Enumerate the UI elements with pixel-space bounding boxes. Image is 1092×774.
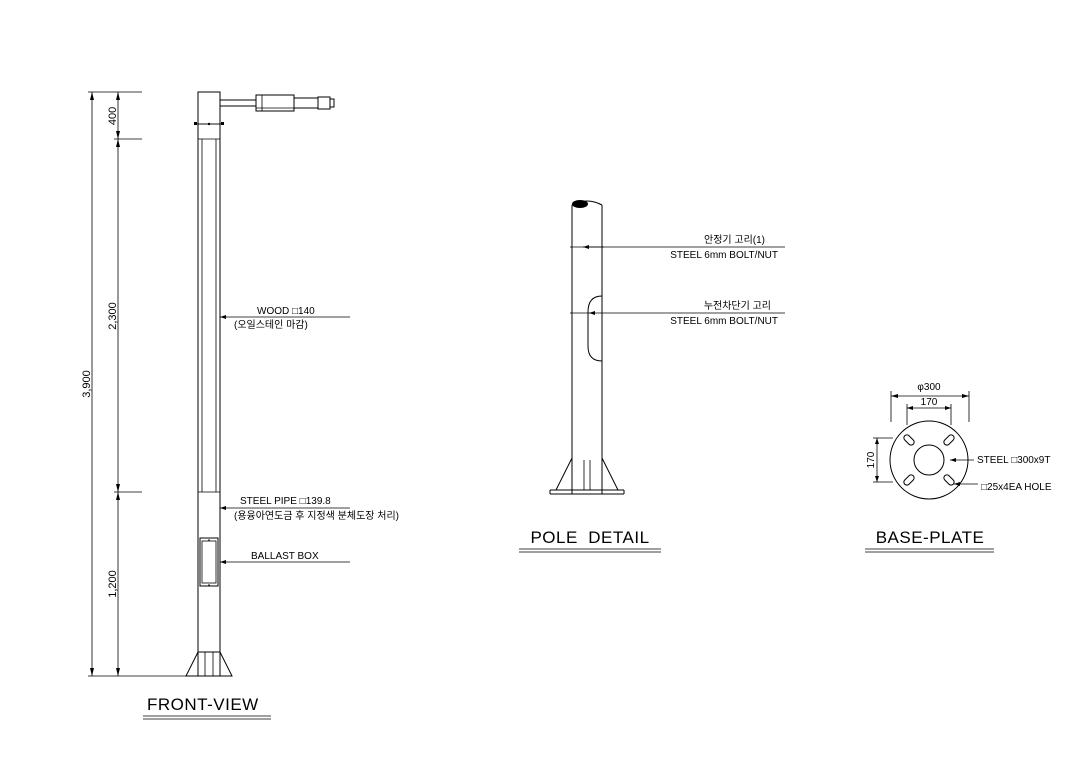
wood-note: (오일스테인 마감) xyxy=(234,319,308,331)
inner-h-text: 170 xyxy=(921,397,938,408)
bolt2-label: STEEL 6mm BOLT/NUT xyxy=(670,316,778,327)
dim-middle-text: 2,300 xyxy=(107,302,119,330)
front-leaders xyxy=(220,315,350,564)
ring1-label: 안정기 고리(1) xyxy=(704,234,765,246)
front-view-title: FRONT-VIEW xyxy=(147,695,259,714)
steel-pipe-label: STEEL PIPE □139.8 xyxy=(240,496,331,507)
lamp-arm xyxy=(220,94,335,112)
base-plate-title: BASE-PLATE xyxy=(876,528,985,547)
ballast-box xyxy=(199,537,219,587)
diameter-text: φ300 xyxy=(917,382,941,393)
pole-detail: 안정기 고리(1) STEEL 6mm BOLT/NUT 누전차단기 고리 ST… xyxy=(519,200,785,553)
dim-total-text: 3,900 xyxy=(81,370,93,398)
bolt1-label: STEEL 6mm BOLT/NUT xyxy=(670,250,778,261)
segment-dimensions: 400 2,300 1,200 xyxy=(107,92,142,676)
inner-v-text: 170 xyxy=(866,451,877,468)
slot-holes xyxy=(903,434,955,486)
center-hole xyxy=(913,444,945,476)
base-plate: φ300 170 170 STEEL □300x9T □25x4EA H xyxy=(865,382,1052,553)
ballast-label: BALLAST BOX xyxy=(251,551,319,562)
front-view: 3,900 400 2,300 1,200 xyxy=(81,91,399,720)
total-height-dimension: 3,900 xyxy=(81,91,186,677)
steel-plate-label: STEEL □300x9T xyxy=(977,455,1050,466)
pole-detail-title: POLE DETAIL xyxy=(530,528,649,547)
detail-leaders xyxy=(583,245,785,315)
dim-bottom-text: 1,200 xyxy=(107,570,119,598)
hole-label: □25x4EA HOLE xyxy=(981,482,1052,493)
wood-label: WOOD □140 xyxy=(257,306,315,317)
detail-pole xyxy=(549,200,625,495)
front-pole xyxy=(185,91,335,677)
steel-pipe-note: (용융아연도금 후 지정색 분체도장 처리) xyxy=(234,510,399,522)
dim-top-text: 400 xyxy=(107,107,119,125)
ring2-label: 누전차단기 고리 xyxy=(704,300,771,312)
